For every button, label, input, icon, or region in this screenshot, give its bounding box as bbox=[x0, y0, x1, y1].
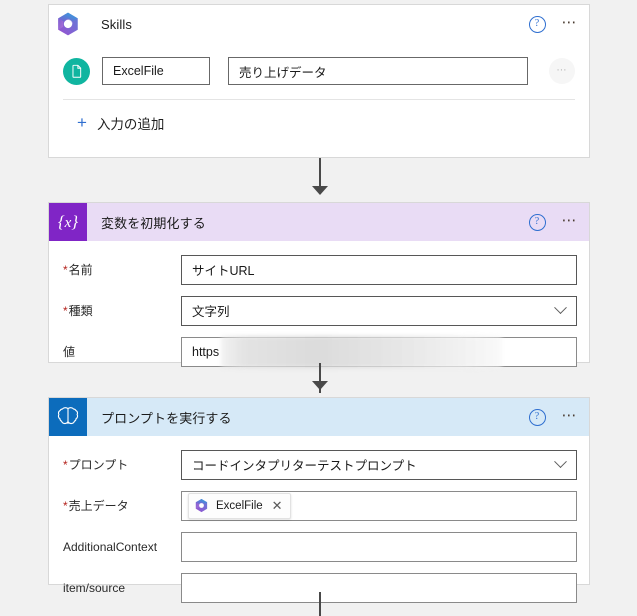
plus-icon: + bbox=[77, 113, 87, 132]
redacted-overlay bbox=[221, 335, 502, 368]
field-row-type: *種類 文字列 bbox=[49, 290, 589, 331]
more-horizontal-icon[interactable]: ⋯ bbox=[561, 212, 579, 229]
sales-data-input[interactable]: ExcelFile ✕ bbox=[181, 490, 577, 521]
card-header-skills[interactable]: Skills ? ⋯ bbox=[49, 5, 589, 43]
skill-key-input[interactable]: ExcelFile bbox=[102, 57, 210, 85]
card-skills[interactable]: Skills ? ⋯ ExcelFile 売り上げデータ ⋯ + bbox=[48, 4, 590, 158]
name-input[interactable]: サイトURL bbox=[181, 254, 577, 285]
card-title-run-prompt: プロンプトを実行する bbox=[101, 410, 232, 426]
card-divider bbox=[63, 99, 575, 100]
item-source-input[interactable] bbox=[181, 572, 577, 603]
field-label-value: 値 bbox=[63, 345, 76, 359]
field-label-name: *名前 bbox=[63, 263, 93, 277]
skill-input-row: ExcelFile 売り上げデータ ⋯ bbox=[49, 43, 589, 99]
prompt-dropdown[interactable]: コードインタプリターテストプロンプト bbox=[181, 449, 577, 480]
value-input[interactable]: https bbox=[181, 335, 577, 368]
card-header-initialize-variable[interactable]: {x} 変数を初期化する ? ⋯ bbox=[49, 203, 589, 241]
card-initialize-variable[interactable]: {x} 変数を初期化する ? ⋯ *名前 サイトURL *種類 文字列 bbox=[48, 202, 590, 368]
card-header-actions: ? ⋯ bbox=[528, 5, 580, 43]
field-label-type: *種類 bbox=[63, 304, 93, 318]
card-header-actions: ? ⋯ bbox=[528, 398, 580, 436]
name-input-value: サイトURL bbox=[192, 264, 255, 278]
add-input-button[interactable]: + 入力の追加 bbox=[49, 100, 589, 146]
token-chip-excelfile[interactable]: ExcelFile ✕ bbox=[188, 492, 291, 519]
initialize-variable-form: *名前 サイトURL *種類 文字列 値 https bbox=[49, 241, 589, 382]
field-row-sales-data: *売上データ ExcelFile ✕ bbox=[49, 485, 589, 526]
field-label-additional-context: AdditionalContext bbox=[63, 539, 158, 554]
connector-line-2 bbox=[319, 363, 321, 393]
card-header-actions: ? ⋯ bbox=[528, 203, 580, 241]
connector-line-1 bbox=[319, 158, 321, 194]
microsoft-copilot-logo-icon bbox=[195, 498, 208, 513]
run-prompt-form: *プロンプト コードインタプリターテストプロンプト *売上データ bbox=[49, 436, 589, 616]
field-row-prompt: *プロンプト コードインタプリターテストプロンプト bbox=[49, 444, 589, 485]
skill-row-more-icon[interactable]: ⋯ bbox=[549, 58, 575, 84]
card-header-run-prompt[interactable]: プロンプトを実行する ? ⋯ bbox=[49, 398, 589, 436]
more-horizontal-icon[interactable]: ⋯ bbox=[561, 407, 579, 424]
skill-key-value: ExcelFile bbox=[113, 64, 164, 78]
help-circle-icon[interactable]: ? bbox=[528, 408, 546, 426]
token-chip-label: ExcelFile bbox=[216, 499, 263, 512]
type-dropdown[interactable]: 文字列 bbox=[181, 295, 577, 326]
help-circle-icon[interactable]: ? bbox=[528, 15, 546, 33]
field-row-item-source: item/source bbox=[49, 567, 589, 608]
help-circle-icon[interactable]: ? bbox=[528, 213, 546, 231]
required-asterisk: * bbox=[63, 304, 68, 318]
arrow-down-icon-1 bbox=[312, 186, 328, 195]
card-title-skills: Skills bbox=[101, 16, 132, 32]
required-asterisk: * bbox=[63, 499, 68, 513]
additional-context-input[interactable] bbox=[181, 531, 577, 562]
card-title-initialize-variable: 変数を初期化する bbox=[101, 215, 206, 231]
chevron-down-icon bbox=[554, 455, 567, 469]
type-dropdown-value: 文字列 bbox=[192, 305, 230, 319]
close-icon[interactable]: ✕ bbox=[271, 497, 283, 513]
variable-braces-x-icon: {x} bbox=[49, 203, 87, 241]
more-horizontal-icon[interactable]: ⋯ bbox=[561, 14, 579, 31]
required-asterisk: * bbox=[63, 458, 68, 472]
ai-builder-brain-icon bbox=[49, 398, 87, 436]
skill-value-text: 売り上げデータ bbox=[239, 65, 327, 80]
prompt-dropdown-value: コードインタプリターテストプロンプト bbox=[192, 459, 417, 473]
chevron-down-icon bbox=[554, 301, 567, 315]
required-asterisk: * bbox=[63, 263, 68, 277]
field-label-item-source: item/source bbox=[63, 580, 126, 595]
field-label-sales-data: *売上データ bbox=[63, 499, 129, 513]
document-file-icon bbox=[63, 57, 90, 85]
field-row-name: *名前 サイトURL bbox=[49, 249, 589, 290]
card-run-prompt[interactable]: プロンプトを実行する ? ⋯ *プロンプト コードインタプリターテストプロンプト… bbox=[48, 397, 590, 603]
value-input-text: https bbox=[192, 344, 220, 359]
arrow-down-icon-2 bbox=[312, 381, 328, 390]
field-row-additional-context: AdditionalContext bbox=[49, 526, 589, 567]
add-input-label: 入力の追加 bbox=[96, 117, 165, 132]
microsoft-copilot-logo-icon bbox=[49, 5, 87, 43]
field-label-prompt: *プロンプト bbox=[63, 458, 129, 472]
connector-line-3 bbox=[319, 592, 321, 616]
field-row-value: 値 https bbox=[49, 331, 589, 372]
skill-value-input[interactable]: 売り上げデータ bbox=[228, 57, 528, 85]
